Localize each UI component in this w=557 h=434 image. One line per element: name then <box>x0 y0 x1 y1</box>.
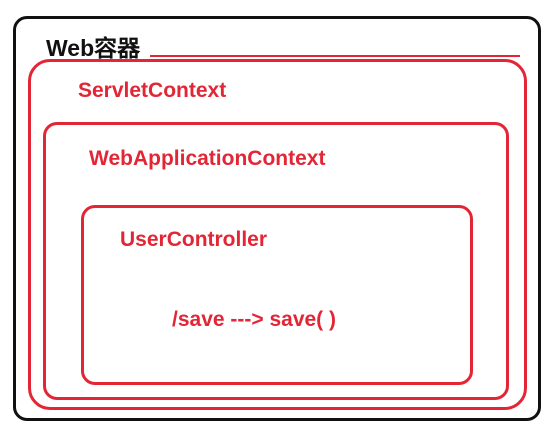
request-mapping-text: /save ---> save( ) <box>172 308 337 331</box>
web-application-context-box <box>43 122 509 400</box>
servlet-context-top-edge <box>150 55 520 57</box>
web-container-box <box>13 16 541 421</box>
user-controller-label: UserController <box>120 228 268 251</box>
user-controller-box <box>81 205 473 385</box>
web-application-context-label: WebApplicationContext <box>89 147 326 170</box>
servlet-context-box <box>28 59 527 410</box>
web-container-title: Web容器 <box>46 35 141 61</box>
servlet-context-label: ServletContext <box>78 79 227 102</box>
